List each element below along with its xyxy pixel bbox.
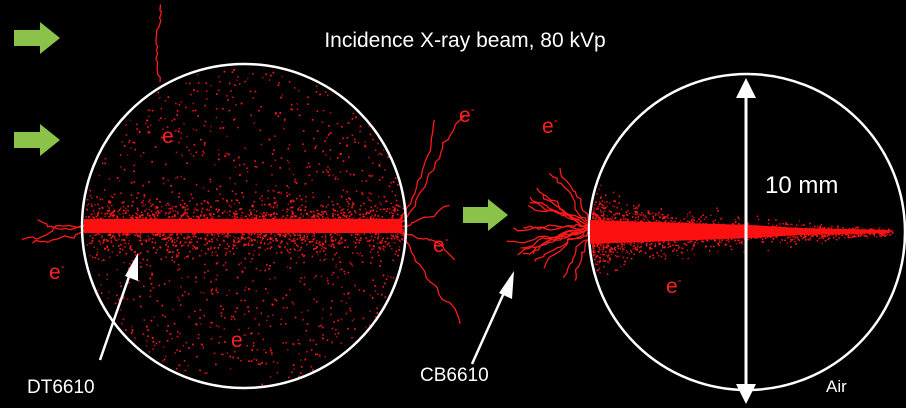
beam-arrow-icon-1 [14, 22, 60, 54]
beam-arrow-icon-2 [14, 124, 60, 156]
electron-label-3: e- [542, 113, 558, 138]
beam-arrow-icon-3 [463, 199, 508, 231]
right-beam-band [590, 220, 890, 244]
electron-label-4: e- [433, 232, 449, 257]
pointer-arrow-icon-left [98, 253, 138, 361]
electron-label-1: e- [162, 123, 178, 148]
figure-title: Incidence X-ray beam, 80 kVp [324, 29, 605, 52]
left-material-label: DT6610 [27, 377, 95, 398]
dimension-label: 10 mm [765, 172, 838, 199]
middle-material-label: CB6610 [420, 365, 489, 386]
pointer-arrow-icon-middle [470, 271, 514, 365]
electron-label-5: e- [49, 259, 65, 284]
electron-tracks [21, 4, 593, 324]
electron-label-2: e- [459, 102, 475, 127]
electron-label-6: e- [666, 273, 682, 298]
left-sample-circle [80, 62, 408, 390]
electron-label-7: e- [231, 327, 247, 352]
right-material-label: Air [826, 377, 847, 396]
left-beam-band [84, 219, 402, 233]
dimension-arrow-icon [736, 78, 756, 404]
